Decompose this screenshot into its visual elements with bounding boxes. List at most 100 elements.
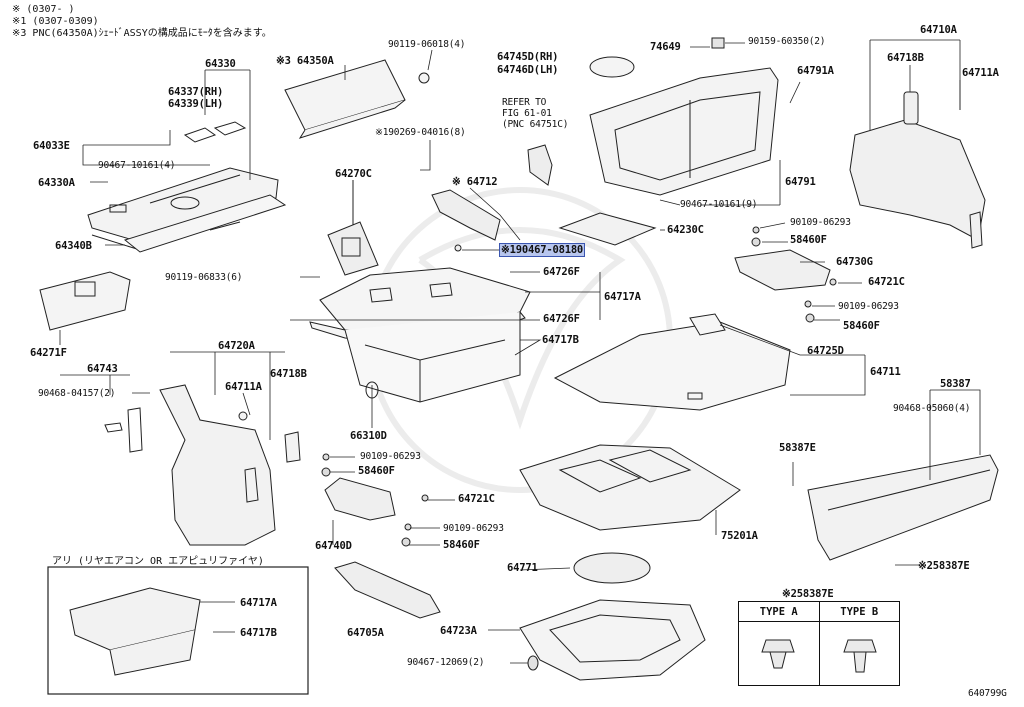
refer-bracket — [527, 144, 553, 186]
bracket-64743 — [104, 407, 143, 453]
label-74649[interactable]: 74649 — [650, 41, 681, 53]
label-64771[interactable]: 64771 — [507, 562, 538, 574]
leaders-left — [59, 69, 285, 440]
label-64710A[interactable]: 64710A — [920, 24, 957, 36]
note-2: ※1 (0307-0309) — [12, 16, 99, 27]
label-64743[interactable]: 64743 — [87, 363, 118, 375]
label-64730G[interactable]: 64730G — [836, 256, 873, 268]
lid-trim-64791 — [589, 67, 779, 196]
tray-75201A — [519, 444, 741, 531]
grommet-12069 — [527, 655, 539, 671]
leaders-center — [290, 140, 601, 428]
pad-64745D — [589, 56, 635, 78]
label-64330A[interactable]: 64330A — [38, 177, 75, 189]
inset-part — [69, 587, 201, 676]
label-64720A[interactable]: 64720A — [218, 340, 255, 352]
label-90467-10161-4[interactable]: 90467-10161(4) — [98, 160, 176, 171]
leaders-right — [660, 222, 862, 321]
floor-deck — [344, 312, 521, 403]
label-64717A[interactable]: 64717A — [604, 291, 641, 303]
leaders-floor — [719, 324, 866, 396]
label-64726F-b[interactable]: 64726F — [543, 313, 580, 325]
label-58387E[interactable]: 58387E — [779, 442, 816, 454]
tray-64340B — [123, 194, 287, 253]
type-b-cell — [818, 621, 900, 686]
bracket-64705A — [334, 561, 441, 619]
label-75201A[interactable]: 75201A — [721, 530, 758, 542]
label-90159-60350[interactable]: 90159-60350(2) — [748, 36, 826, 47]
label-90109-06293-c[interactable]: 90109-06293 — [790, 217, 851, 228]
leaders-inset — [200, 601, 235, 633]
label-64270C[interactable]: 64270C — [335, 168, 372, 180]
label-refer-1: REFER TO — [502, 97, 547, 108]
label-64721C-a[interactable]: 64721C — [458, 493, 495, 505]
label-64337[interactable]: 64337(RH) — [168, 86, 224, 98]
clips-mid — [321, 453, 429, 547]
label-58387[interactable]: 58387 — [940, 378, 971, 390]
label-58460F-a[interactable]: 58460F — [358, 465, 395, 477]
label-64340B[interactable]: 64340B — [55, 240, 92, 252]
label-90468-04157[interactable]: 90468-04157(2) — [38, 388, 116, 399]
label-64712[interactable]: ※ 64712 — [452, 176, 498, 188]
label-64705A[interactable]: 64705A — [347, 627, 384, 639]
label-64711A-right[interactable]: 64711A — [962, 67, 999, 79]
label-90119-06018[interactable]: 90119-06018(4) — [388, 39, 466, 50]
label-64791[interactable]: 64791 — [785, 176, 816, 188]
label-64717A-inset[interactable]: 64717A — [240, 597, 277, 609]
label-90468-05060[interactable]: 90468-05060(4) — [893, 403, 971, 414]
label-64791A[interactable]: 64791A — [797, 65, 834, 77]
label-64745D[interactable]: 64745D(RH) — [497, 51, 559, 63]
speaker-grilles — [183, 121, 247, 143]
label-90109-06293-b[interactable]: 90109-06293 — [443, 523, 504, 534]
label-64726F-a[interactable]: 64726F — [543, 266, 580, 278]
label-90109-06293-d[interactable]: 90109-06293 — [838, 301, 899, 312]
clip-table-title: ※258387E — [782, 588, 834, 600]
side-trim-64710A — [849, 91, 986, 249]
label-90467-10161-9[interactable]: 90467-10161(9) — [680, 199, 758, 210]
label-90109-06293-a[interactable]: 90109-06293 — [360, 451, 421, 462]
label-64339[interactable]: 64339(LH) — [168, 98, 224, 110]
label-64711A-left[interactable]: 64711A — [225, 381, 262, 393]
leaders-710 — [869, 39, 961, 130]
label-64271F[interactable]: 64271F — [30, 347, 67, 359]
label-64725D[interactable]: 64725D — [807, 345, 844, 357]
label-90467-12069[interactable]: 90467-12069(2) — [407, 657, 485, 668]
label-64718B-left[interactable]: 64718B — [270, 368, 307, 380]
label-58460F-c[interactable]: 58460F — [790, 234, 827, 246]
label-64718B-right[interactable]: 64718B — [887, 52, 924, 64]
leaders-lower — [488, 510, 717, 664]
label-58460F-b[interactable]: 58460F — [443, 539, 480, 551]
label-64740D[interactable]: 64740D — [315, 540, 352, 552]
leaders-lid — [659, 42, 801, 206]
leaders-mid — [330, 456, 455, 546]
panel-64271F — [39, 271, 131, 331]
label-64717B-inset[interactable]: 64717B — [240, 627, 277, 639]
clips-right — [751, 226, 837, 323]
type-b-header: TYPE B — [818, 601, 900, 622]
label-64746D[interactable]: 64746D(LH) — [497, 64, 559, 76]
label-58460F-d[interactable]: 58460F — [843, 320, 880, 332]
label-258387E[interactable]: ※258387E — [918, 560, 970, 572]
leaders-sill — [792, 389, 981, 566]
label-64717B[interactable]: 64717B — [542, 334, 579, 346]
sill-58387 — [807, 454, 999, 561]
figure-number: 640799G — [968, 688, 1007, 699]
label-64330[interactable]: 64330 — [205, 58, 236, 70]
label-64350A[interactable]: ※3 64350A — [276, 55, 334, 67]
label-64721C-b[interactable]: 64721C — [868, 276, 905, 288]
cover-64730G — [734, 249, 831, 291]
panel-64270C — [327, 180, 379, 276]
mat-64230C — [558, 212, 657, 246]
label-66310D[interactable]: 66310D — [350, 430, 387, 442]
leaders-shade — [344, 49, 433, 80]
label-190269-04016[interactable]: ※190269-04016(8) — [375, 127, 466, 138]
label-190467-08180-highlight[interactable]: ※190467-08180 — [499, 243, 586, 257]
type-a-header: TYPE A — [738, 601, 820, 622]
tub-64723A — [519, 599, 706, 681]
label-64033E[interactable]: 64033E — [33, 140, 70, 152]
label-64723A[interactable]: 64723A — [440, 625, 477, 637]
label-90119-06833[interactable]: 90119-06833(6) — [165, 272, 243, 283]
label-64711[interactable]: 64711 — [870, 366, 901, 378]
label-64230C[interactable]: 64230C — [667, 224, 704, 236]
